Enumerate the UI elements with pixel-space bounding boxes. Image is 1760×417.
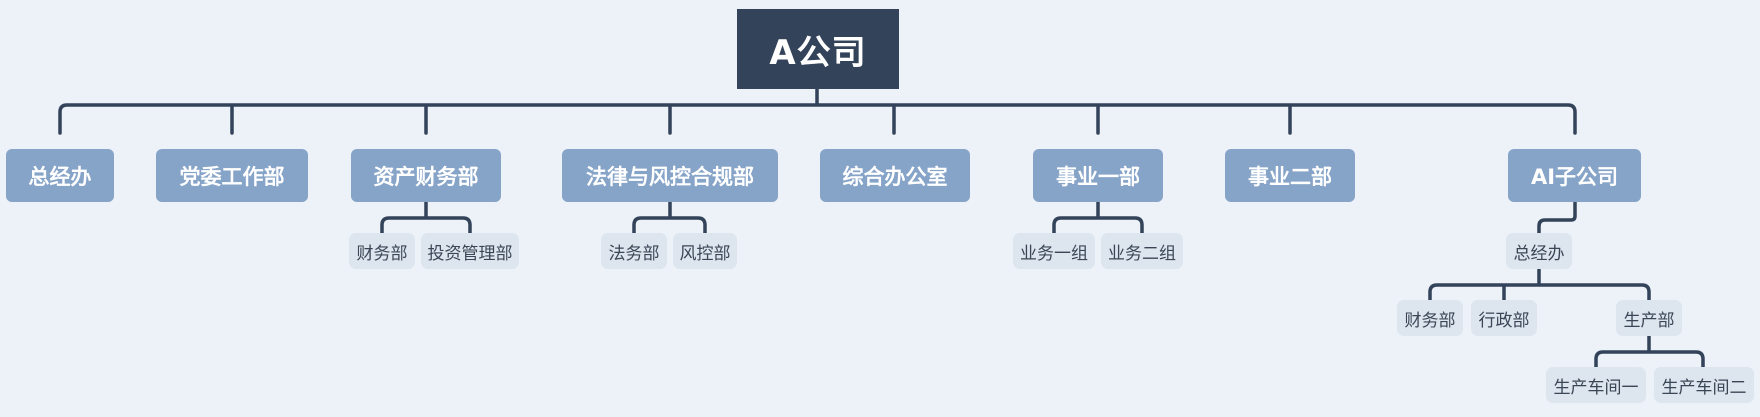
dept-label: 总经办 bbox=[28, 164, 92, 189]
sub-business-group-one[interactable]: 业务一组 bbox=[1013, 233, 1095, 269]
sub-legal-affairs[interactable]: 法务部 bbox=[601, 233, 667, 269]
sub-label: 业务二组 bbox=[1108, 243, 1176, 264]
dept-legal-risk-compliance[interactable]: 法律与风控合规部 bbox=[562, 149, 778, 202]
sub-label: 财务部 bbox=[1404, 310, 1456, 331]
sub-ai-general-office[interactable]: 总经办 bbox=[1506, 233, 1572, 269]
root-label: A公司 bbox=[769, 32, 867, 73]
dept-label: 事业一部 bbox=[1056, 164, 1140, 189]
sub-label: 总经办 bbox=[1513, 243, 1565, 264]
sub-label: 生产车间一 bbox=[1553, 377, 1639, 398]
dept-label: 综合办公室 bbox=[842, 164, 948, 189]
sub-risk-control[interactable]: 风控部 bbox=[673, 233, 737, 269]
dept-party-committee[interactable]: 党委工作部 bbox=[156, 149, 308, 202]
sub-ai-finance[interactable]: 财务部 bbox=[1397, 300, 1463, 336]
connector-legal-risk bbox=[632, 200, 707, 235]
dept-ai-subsidiary[interactable]: AI子公司 bbox=[1508, 149, 1641, 202]
root-node[interactable]: A公司 bbox=[737, 9, 899, 89]
connector-asset-finance bbox=[380, 200, 472, 235]
sub-investment-management[interactable]: 投资管理部 bbox=[421, 233, 519, 269]
dept-label: 事业二部 bbox=[1248, 164, 1332, 189]
dept-general-office[interactable]: 总经办 bbox=[6, 149, 114, 202]
sub-label: 财务部 bbox=[356, 243, 408, 264]
dept-label: AI子公司 bbox=[1530, 164, 1619, 189]
sub-business-group-two[interactable]: 业务二组 bbox=[1101, 233, 1183, 269]
sub-label: 投资管理部 bbox=[427, 243, 513, 264]
connector-ai-general-office bbox=[1428, 267, 1651, 302]
sub-label: 生产车间二 bbox=[1661, 377, 1747, 398]
sub-finance[interactable]: 财务部 bbox=[349, 233, 415, 269]
dept-label: 法律与风控合规部 bbox=[586, 164, 754, 189]
dept-label: 资产财务部 bbox=[373, 164, 479, 189]
connector-ai-subsidiary bbox=[1537, 200, 1577, 235]
connector-production bbox=[1594, 334, 1705, 369]
sub-ai-production[interactable]: 生产部 bbox=[1616, 300, 1682, 336]
connector-root-departments bbox=[58, 87, 1577, 135]
dept-business-one[interactable]: 事业一部 bbox=[1033, 149, 1163, 202]
sub-production-workshop-one[interactable]: 生产车间一 bbox=[1546, 367, 1646, 403]
sub-label: 生产部 bbox=[1623, 310, 1675, 331]
dept-label: 党委工作部 bbox=[179, 164, 285, 189]
sub-production-workshop-two[interactable]: 生产车间二 bbox=[1654, 367, 1754, 403]
dept-general-affairs[interactable]: 综合办公室 bbox=[820, 149, 970, 202]
connector-business-one bbox=[1052, 200, 1144, 235]
dept-asset-finance[interactable]: 资产财务部 bbox=[351, 149, 501, 202]
sub-label: 法务部 bbox=[608, 243, 660, 264]
sub-label: 业务一组 bbox=[1020, 243, 1088, 264]
sub-label: 风控部 bbox=[679, 243, 731, 264]
dept-business-two[interactable]: 事业二部 bbox=[1225, 149, 1355, 202]
sub-ai-administration[interactable]: 行政部 bbox=[1471, 300, 1537, 336]
sub-label: 行政部 bbox=[1478, 310, 1530, 331]
